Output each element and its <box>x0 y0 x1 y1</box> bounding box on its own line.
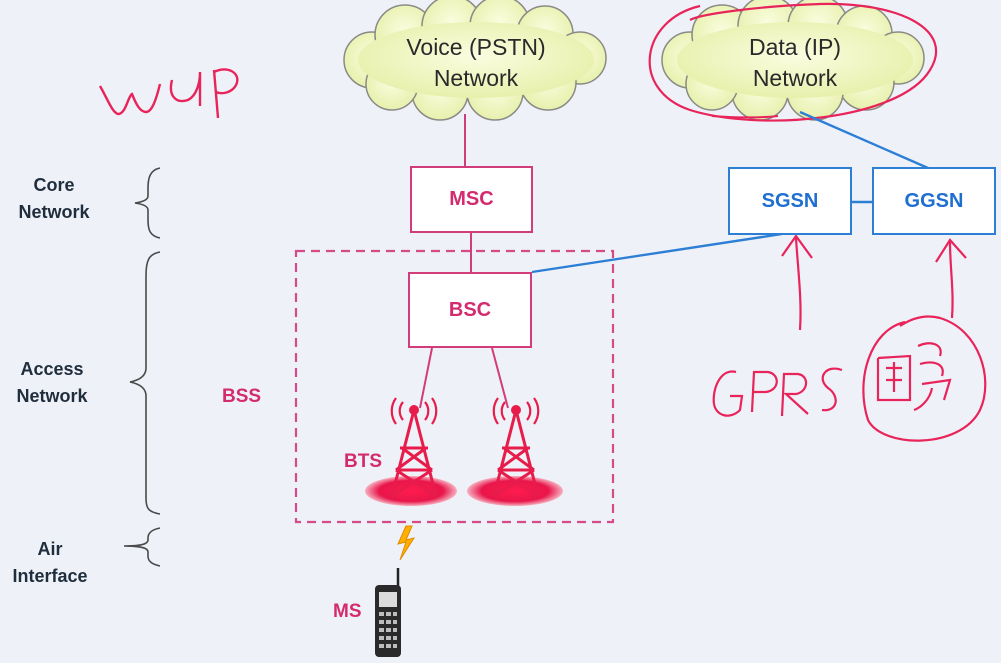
sgsn-node: SGSN <box>728 167 852 235</box>
voice-network-label: Voice (PSTN) Network <box>376 32 576 94</box>
bts-pad-right <box>467 476 563 506</box>
bss-boundary <box>294 249 615 524</box>
data-network-line2: Network <box>752 65 838 91</box>
core-network-line2: Network <box>18 202 90 222</box>
air-interface-lightning-icon <box>397 525 416 561</box>
access-network-label: Access Network <box>0 356 104 410</box>
bsc-to-sgsn-link <box>531 232 783 274</box>
ggsn-node: GGSN <box>872 167 996 235</box>
mobile-phone-icon <box>375 568 401 657</box>
msc-node: MSC <box>410 166 533 233</box>
bss-label: BSS <box>222 386 262 407</box>
data-network-line1: Data (IP) <box>748 34 842 60</box>
access-network-line2: Network <box>16 386 88 406</box>
layer-brackets <box>123 167 161 567</box>
core-network-bracket <box>134 167 161 239</box>
bsc-node: BSC <box>408 272 532 348</box>
core-network-label: Core Network <box>0 172 108 226</box>
access-network-line1: Access <box>20 359 84 379</box>
data-ip-cloud <box>661 0 925 121</box>
bsc-to-bts1-link <box>419 347 433 409</box>
ggsn-to-data-cloud-link <box>799 110 929 170</box>
handwritten-wap <box>98 68 239 119</box>
arrow-to-ggsn <box>935 238 967 319</box>
air-interface-bracket <box>123 527 161 567</box>
air-interface-line2: Interface <box>12 566 88 586</box>
bts-tower-left <box>365 397 457 506</box>
annotation-underline-network <box>711 115 779 119</box>
air-interface-line1: Air <box>37 539 63 559</box>
gsm-links <box>419 114 509 409</box>
arrow-to-sgsn <box>781 234 813 331</box>
ms-label: MS <box>333 601 362 622</box>
annotation-circle-data-cloud <box>648 2 938 122</box>
handwritten-arrows <box>781 234 967 331</box>
gprs-links <box>531 110 929 274</box>
handwritten-gprs <box>712 367 843 417</box>
data-network-label: Data (IP) Network <box>695 32 895 94</box>
access-network-bracket <box>129 251 161 515</box>
core-network-line1: Core <box>33 175 75 195</box>
bts-label: BTS <box>344 451 382 472</box>
bsc-to-bts2-link <box>491 347 509 409</box>
voice-network-line2: Network <box>433 65 519 91</box>
voice-network-line1: Voice (PSTN) <box>406 34 546 60</box>
air-interface-label: Air Interface <box>0 536 100 590</box>
voice-pstn-cloud <box>343 0 607 121</box>
bts-tower-right <box>467 397 563 506</box>
handwritten-circled-glyph <box>862 315 987 442</box>
